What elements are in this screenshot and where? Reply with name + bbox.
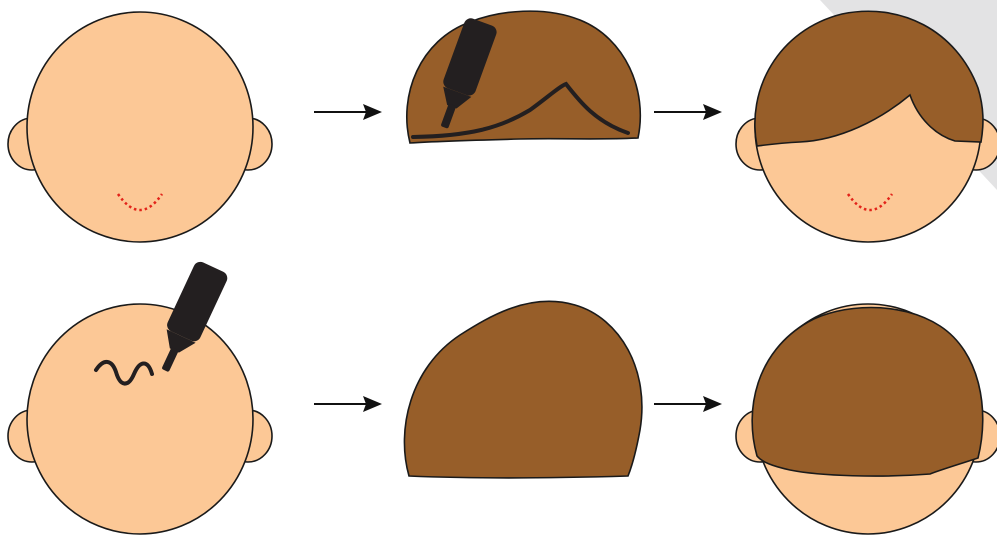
arrow-right-icon (654, 396, 722, 412)
head-with-hair-cap (736, 304, 997, 534)
hair-cap (404, 301, 642, 478)
arrow-right-icon (654, 104, 722, 120)
arrow-right-icon (314, 396, 382, 412)
hair-cap-icon (404, 301, 642, 478)
hair-piece-with-glue (407, 11, 641, 143)
hair-cap-icon (752, 308, 983, 477)
head-icon (27, 304, 253, 534)
bald-head-front (8, 12, 272, 242)
back-of-head-with-glue (8, 260, 272, 534)
arrow-right-icon (314, 104, 382, 120)
head-icon (27, 12, 253, 242)
